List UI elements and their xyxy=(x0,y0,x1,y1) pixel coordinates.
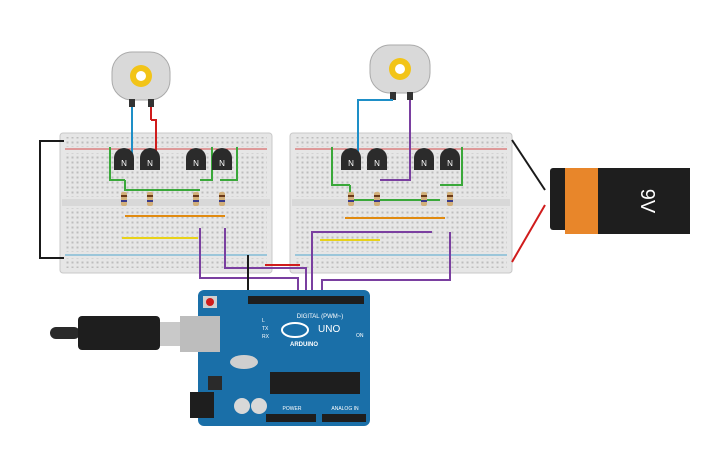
arduino-brand: ARDUINO xyxy=(290,342,318,348)
digital-label: DIGITAL (PWM~) xyxy=(297,314,344,320)
resistors xyxy=(121,192,453,206)
resistor-3 xyxy=(193,192,199,206)
transistor-1: N xyxy=(114,148,134,170)
usb-cable xyxy=(50,316,200,350)
breadboard-right xyxy=(289,132,513,274)
battery-label: 9V xyxy=(636,189,658,214)
svg-text:N: N xyxy=(447,159,453,168)
arduino-uno: DIGITAL (PWM~) TX RX L ON UNO ARDUINO PO… xyxy=(180,290,370,426)
transistor-6: N xyxy=(367,148,387,170)
transistors: N N N N N N N N xyxy=(114,148,460,170)
svg-text:N: N xyxy=(219,159,225,168)
on-label: ON xyxy=(356,333,364,339)
resistor-6 xyxy=(374,192,380,206)
resistor-8 xyxy=(447,192,453,206)
battery-9v: 9V xyxy=(550,168,690,234)
tx-label: TX xyxy=(262,326,269,332)
resistor-4 xyxy=(219,192,225,206)
rx-label: RX xyxy=(262,334,270,340)
transistor-3: N xyxy=(186,148,206,170)
svg-text:N: N xyxy=(147,159,153,168)
power-label: POWER xyxy=(283,406,302,412)
svg-text:N: N xyxy=(121,159,127,168)
transistor-8: N xyxy=(440,148,460,170)
resistor-5 xyxy=(348,192,354,206)
resistor-7 xyxy=(421,192,427,206)
transistor-5: N xyxy=(341,148,361,170)
wires xyxy=(39,99,546,301)
l-label: L xyxy=(262,318,265,324)
breadboard-left xyxy=(59,132,273,274)
svg-text:N: N xyxy=(421,159,427,168)
transistor-7: N xyxy=(414,148,434,170)
dc-motor-right xyxy=(369,44,431,100)
svg-text:N: N xyxy=(374,159,380,168)
transistor-2: N xyxy=(140,148,160,170)
analog-label: ANALOG IN xyxy=(331,406,359,412)
svg-text:N: N xyxy=(348,159,354,168)
transistor-4: N xyxy=(212,148,232,170)
resistor-1 xyxy=(121,192,127,206)
dc-motor-left xyxy=(111,51,171,107)
resistor-2 xyxy=(147,192,153,206)
uno-label: UNO xyxy=(318,324,340,335)
svg-text:N: N xyxy=(193,159,199,168)
